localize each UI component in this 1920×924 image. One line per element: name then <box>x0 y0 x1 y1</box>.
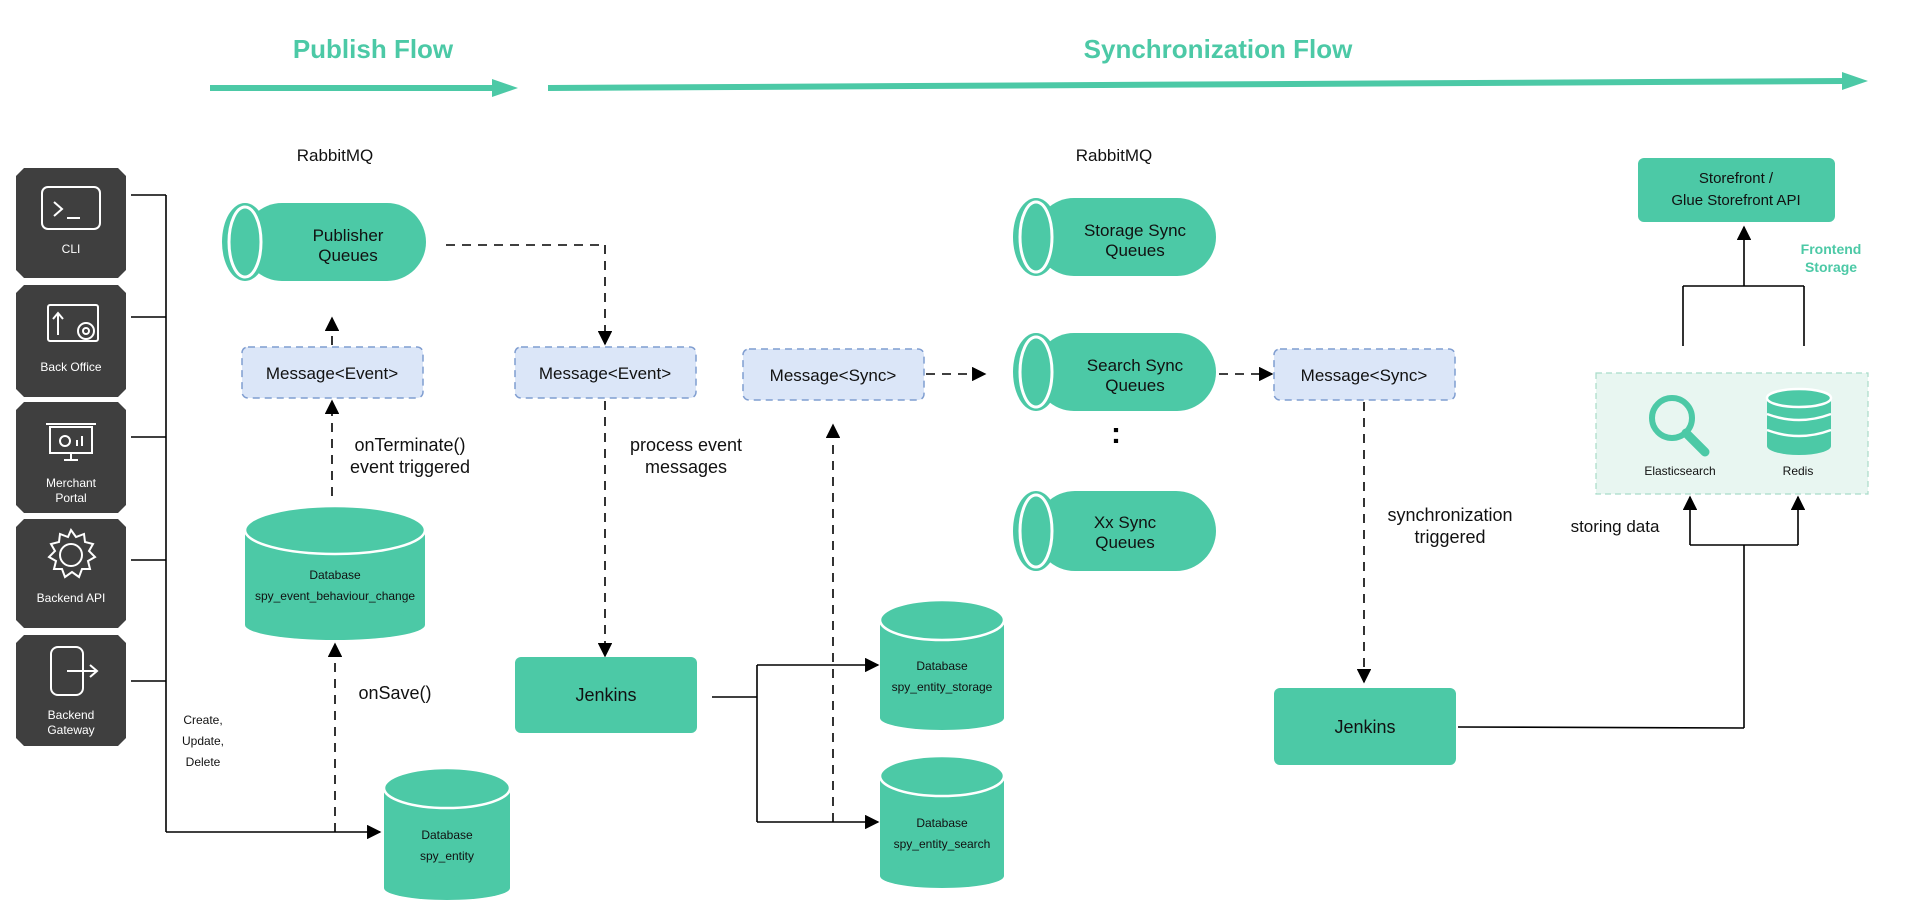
sidebar-item-backend-api[interactable]: Backend API <box>16 519 126 628</box>
sidebar-item-label: Gateway <box>47 723 94 737</box>
storage-sync-queue: Storage Sync Queues <box>1013 198 1216 276</box>
storefront-label: Glue Storefront API <box>1671 192 1800 209</box>
sidebar-connectors <box>131 194 382 840</box>
db-label: spy_entity_storage <box>892 680 993 694</box>
svg-text:Message<Sync>: Message<Sync> <box>770 366 897 385</box>
entity-database: Database spy_entity <box>382 766 512 900</box>
queue-label: Search Sync <box>1087 356 1184 375</box>
db-label: Database <box>309 568 361 582</box>
on-terminate-label: onTerminate() <box>354 435 465 455</box>
svg-text:Message<Sync>: Message<Sync> <box>1301 366 1428 385</box>
sidebar-item-label: Back Office <box>40 360 101 374</box>
sidebar: CLI Back Office <box>16 168 126 746</box>
gateway-icon <box>50 646 99 696</box>
gear-icon <box>47 527 97 579</box>
process-event-label: messages <box>645 457 727 477</box>
svg-text:Message<Event>: Message<Event> <box>539 364 671 383</box>
event-database: Database spy_event_behaviour_change <box>243 504 427 640</box>
elasticsearch-label: Elasticsearch <box>1644 464 1715 478</box>
rabbitmq-label-publish: RabbitMQ <box>297 146 374 165</box>
publish-flow-arrowhead <box>492 79 518 97</box>
queue-ellipsis: : <box>1111 417 1121 450</box>
message-sync-right: Message<Sync> <box>1273 348 1456 401</box>
queue-label: Queues <box>1095 533 1155 552</box>
sidebar-item-cli[interactable]: CLI <box>16 168 126 278</box>
queue-label: Publisher <box>313 226 384 245</box>
jenkins-sync: Jenkins <box>1274 688 1456 765</box>
sidebar-item-label: Backend API <box>37 591 106 605</box>
terminal-icon <box>41 186 101 230</box>
crud-label: Create, <box>183 713 222 727</box>
crud-label: Update, <box>182 734 224 748</box>
publish-flow-title: Publish Flow <box>293 34 454 64</box>
db-label: spy_entity_search <box>894 837 991 851</box>
sync-flow-title: Synchronization Flow <box>1084 34 1353 64</box>
on-terminate-label: event triggered <box>350 457 470 477</box>
queue-label: Xx Sync <box>1094 513 1157 532</box>
queue-label: Queues <box>1105 241 1165 260</box>
elasticsearch-icon <box>1649 395 1710 457</box>
storage-database: Database spy_entity_storage <box>878 598 1006 730</box>
frontend-storage-label: Frontend <box>1801 241 1862 257</box>
storing-data-label: storing data <box>1571 517 1660 536</box>
process-event-label: process event <box>630 435 742 455</box>
back-office-icon <box>47 304 99 342</box>
sidebar-item-label: Portal <box>55 491 86 505</box>
search-sync-queue: Search Sync Queues <box>1013 333 1216 411</box>
sync-triggered-label: triggered <box>1414 527 1485 547</box>
queue-label: Storage Sync <box>1084 221 1187 240</box>
on-save-label: onSave() <box>358 683 431 703</box>
publisher-queue: Publisher Queues <box>222 203 426 281</box>
sidebar-item-back-office[interactable]: Back Office <box>16 285 126 397</box>
message-event-right: Message<Event> <box>514 346 697 399</box>
message-sync-left: Message<Sync> <box>742 348 925 401</box>
sidebar-item-label: CLI <box>62 242 81 256</box>
merchant-portal-icon <box>46 423 96 461</box>
jenkins-publish: Jenkins <box>515 657 697 733</box>
frontend-storage-label: Storage <box>1805 259 1857 275</box>
sidebar-item-label: Backend <box>48 708 95 722</box>
search-database: Database spy_entity_search <box>878 754 1006 888</box>
db-label: Database <box>916 659 968 673</box>
sidebar-item-merchant-portal[interactable]: Merchant Portal <box>16 402 126 513</box>
redis-label: Redis <box>1783 464 1814 478</box>
sync-flow-arrowhead <box>1842 72 1868 90</box>
sidebar-item-label: Merchant <box>46 476 97 490</box>
db-label: spy_event_behaviour_change <box>255 589 415 603</box>
crud-label: Delete <box>186 755 221 769</box>
xx-sync-queue: Xx Sync Queues <box>1013 491 1216 571</box>
storefront-box: Storefront / Glue Storefront API <box>1638 158 1835 222</box>
message-event-left: Message<Event> <box>241 346 424 399</box>
svg-text:Jenkins: Jenkins <box>575 685 636 705</box>
sidebar-item-backend-gateway[interactable]: Backend Gateway <box>16 635 126 746</box>
sync-flow-arrow <box>547 78 1846 91</box>
frontend-storage-panel: Elasticsearch Redis <box>1595 372 1869 495</box>
sync-triggered-label: synchronization <box>1387 505 1512 525</box>
queue-label: Queues <box>1105 376 1165 395</box>
rabbitmq-label-sync: RabbitMQ <box>1076 146 1153 165</box>
svg-text:Jenkins: Jenkins <box>1334 717 1395 737</box>
redis-icon <box>1765 387 1833 455</box>
db-label: spy_entity <box>420 849 474 863</box>
storefront-label: Storefront / <box>1699 170 1774 187</box>
db-label: Database <box>421 828 473 842</box>
db-label: Database <box>916 816 968 830</box>
queue-label: Queues <box>318 246 378 265</box>
svg-text:Message<Event>: Message<Event> <box>266 364 398 383</box>
